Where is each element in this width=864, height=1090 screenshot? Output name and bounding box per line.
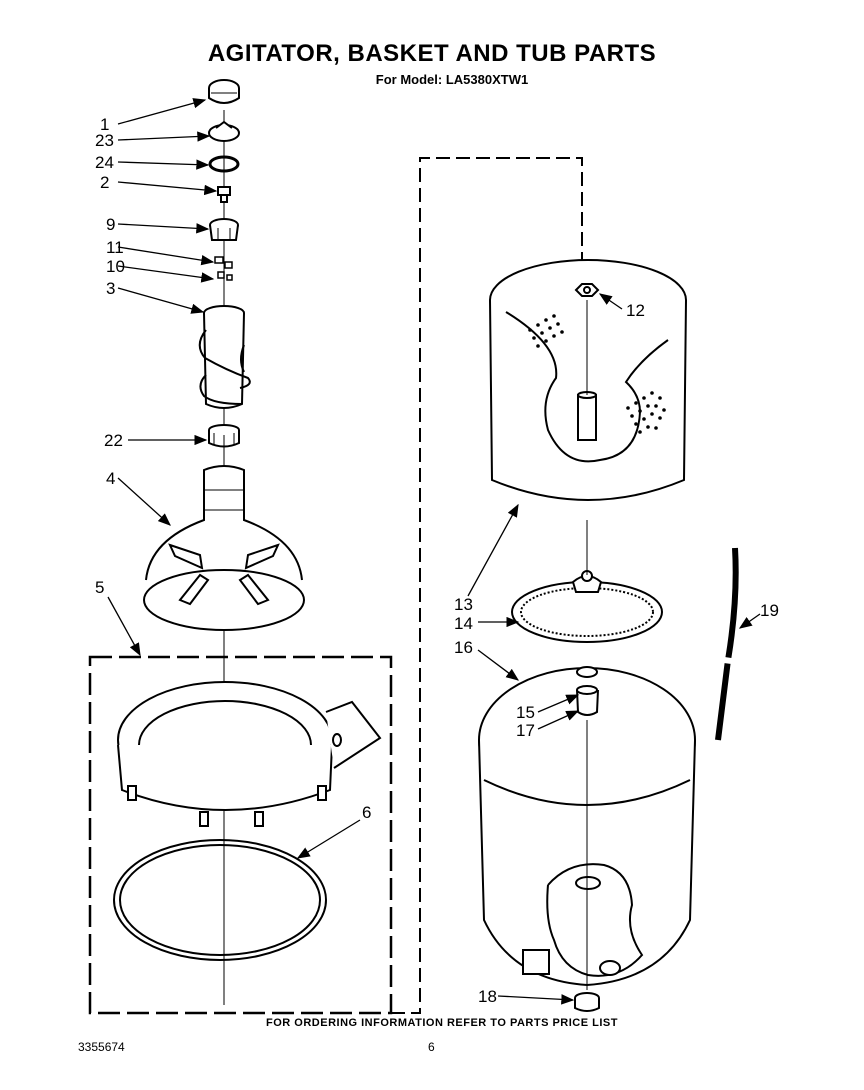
o-ring-part-24: [208, 155, 240, 173]
callout-3: 3: [106, 279, 115, 298]
callout-1: 1: [100, 115, 109, 134]
page-number: 6: [428, 1040, 435, 1054]
callout-14: 14: [454, 614, 473, 633]
drive-hub-part-14: [511, 570, 663, 643]
spin-basket-part-13: [489, 259, 687, 501]
coupling-part-22: [208, 424, 240, 448]
basket-nut-part-12: [574, 283, 600, 297]
callout-6: 6: [362, 803, 371, 822]
agitator-cap-part-1: [208, 79, 240, 104]
callout-23: 23: [95, 131, 114, 150]
agitator-barrel-part-3: [198, 305, 251, 409]
gasket-part-6: [113, 839, 327, 961]
page-title: AGITATOR, BASKET AND TUB PARTS: [207, 40, 657, 67]
ring-group-box: [88, 655, 393, 1015]
model-subtitle: For Model: LA5380XTW1: [375, 72, 529, 87]
cam-part-9: [209, 218, 239, 241]
tub-ring-part-5: [117, 681, 382, 827]
ordering-info-note: FOR ORDERING INFORMATION REFER TO PARTS …: [266, 1017, 618, 1029]
bolt-part-2: [217, 186, 231, 203]
callout-4: 4: [106, 469, 115, 488]
callout-9: 9: [106, 215, 115, 234]
callout-24: 24: [95, 153, 114, 172]
callout-11: 11: [106, 238, 124, 257]
callout-19: 19: [760, 601, 779, 620]
callout-22: 22: [104, 431, 123, 450]
dogs-parts-10-11: [214, 256, 233, 281]
callout-labels: 1 23 24 2 9 11 10 3 22 4 5 6 12 13 14 16…: [95, 115, 779, 1006]
agitator-base-part-4: [143, 465, 305, 631]
basket-holes: [528, 314, 666, 434]
callout-13: 13: [454, 595, 473, 614]
hose-part-19: [715, 547, 739, 741]
callout-5: 5: [95, 578, 104, 597]
callout-2: 2: [100, 173, 109, 192]
drain-plug-part-18: [574, 992, 600, 1012]
callout-18: 18: [478, 987, 497, 1006]
callout-10: 10: [106, 257, 125, 276]
seal-parts-15-17: [576, 666, 599, 716]
connector-dashed-line: [391, 157, 583, 1014]
leader-lines: [107, 98, 761, 1005]
cap-seal-part-23: [208, 120, 240, 142]
callout-17: 17: [516, 721, 535, 740]
callout-12: 12: [626, 301, 645, 320]
document-number: 3355674: [78, 1040, 125, 1054]
callout-15: 15: [516, 703, 535, 722]
callout-16: 16: [454, 638, 473, 657]
